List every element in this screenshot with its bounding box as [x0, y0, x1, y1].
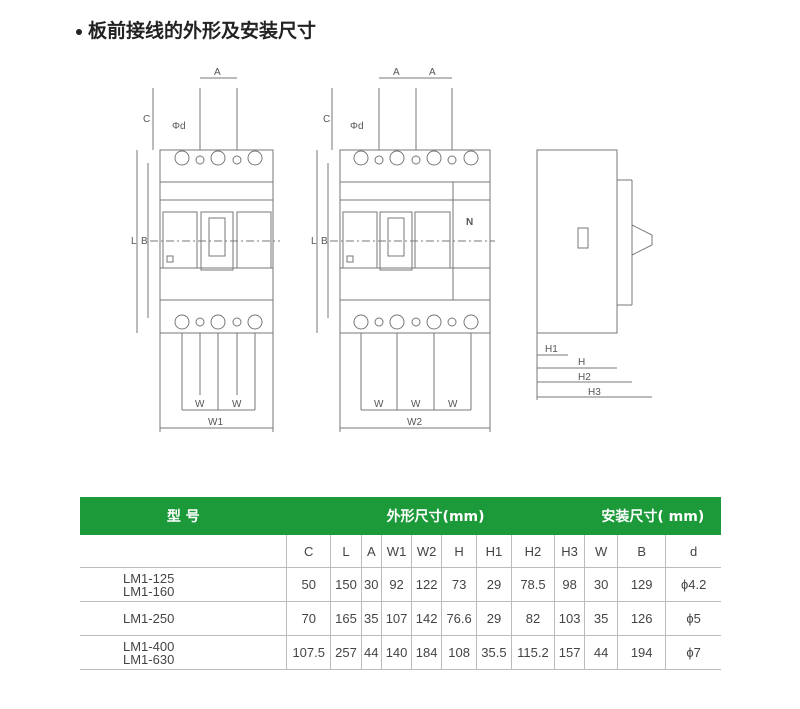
column-header-H: H	[441, 535, 477, 568]
value-cell: 150	[330, 567, 362, 602]
column-header-H2: H2	[510, 535, 555, 568]
label-B: B	[321, 236, 328, 247]
model-name: LM1-400	[123, 638, 175, 654]
header-install: 安装尺寸( mm)	[584, 497, 721, 535]
model-name: LM1-160	[123, 583, 175, 599]
column-header-H1: H1	[476, 535, 512, 568]
value-cell: 194	[617, 635, 666, 670]
header-outline: 外形尺寸(mm)	[286, 497, 585, 535]
value-cell: 184	[411, 635, 442, 670]
value-cell: 122	[411, 567, 442, 602]
label-B: B	[141, 236, 148, 247]
column-header-W: W	[584, 535, 618, 568]
value-cell: 29	[476, 601, 512, 636]
label-W: W	[411, 399, 421, 410]
model-name: LM1-630	[123, 651, 175, 667]
value-cell: 44	[584, 635, 618, 670]
label-W: W	[195, 399, 205, 410]
value-cell: 108	[441, 635, 477, 670]
label-N: N	[466, 217, 473, 228]
model-name: LM1-125	[123, 570, 175, 586]
front-view-4pole	[316, 77, 495, 432]
value-cell: 29	[476, 567, 512, 602]
column-header-H3: H3	[554, 535, 585, 568]
label-W: W	[448, 399, 458, 410]
value-cell: 73	[441, 567, 477, 602]
value-cell: 98	[554, 567, 585, 602]
label-W2: W2	[407, 417, 422, 428]
column-header-C: C	[285, 535, 331, 568]
value-cell: ϕ5	[665, 601, 721, 636]
model-cell: LM1-250	[80, 601, 287, 636]
value-cell: 107.5	[285, 635, 331, 670]
value-cell: 103	[554, 601, 585, 636]
value-cell: 165	[330, 601, 362, 636]
value-cell: 35	[584, 601, 618, 636]
value-cell: 107	[381, 601, 412, 636]
value-cell: 44	[360, 635, 382, 670]
label-A: A	[429, 67, 436, 78]
column-header-L: L	[330, 535, 362, 568]
value-cell: 35.5	[476, 635, 512, 670]
value-cell: 50	[285, 567, 331, 602]
label-H: H	[578, 357, 585, 368]
dimension-labels: A A A C C Φd Φd L L B B W W W W W W1 W2 …	[131, 67, 601, 428]
label-C: C	[143, 114, 150, 125]
label-W: W	[232, 399, 242, 410]
table-group-header: 型 号 外形尺寸(mm) 安装尺寸( mm)	[80, 497, 721, 535]
column-header-W2: W2	[411, 535, 442, 568]
column-header-W1: W1	[381, 535, 412, 568]
label-H1: H1	[545, 344, 558, 355]
value-cell: 70	[285, 601, 331, 636]
label-L: L	[311, 236, 317, 247]
label-W: W	[374, 399, 384, 410]
value-cell: 257	[330, 635, 362, 670]
column-header-A: A	[360, 535, 382, 568]
label-phi-d: Φd	[172, 121, 186, 132]
value-cell: 129	[617, 567, 666, 602]
label-phi-d: Φd	[350, 121, 364, 132]
side-view	[536, 149, 653, 400]
value-cell: 30	[360, 567, 382, 602]
value-cell: 76.6	[441, 601, 477, 636]
blank-cell	[80, 535, 287, 568]
value-cell: 157	[554, 635, 585, 670]
value-cell: 115.2	[510, 635, 555, 670]
label-C: C	[323, 114, 330, 125]
value-cell: 78.5	[510, 567, 555, 602]
value-cell: 142	[411, 601, 442, 636]
top-terminals	[174, 150, 263, 330]
value-cell: 126	[617, 601, 666, 636]
dimension-drawings: A A A C C Φd Φd L L B B W W W W W W1 W2 …	[131, 67, 653, 432]
value-cell: 140	[381, 635, 412, 670]
section-title: 板前接线的外形及安装尺寸	[76, 16, 316, 43]
section-title-text: 板前接线的外形及安装尺寸	[88, 20, 317, 42]
label-A: A	[393, 67, 400, 78]
value-cell: 82	[510, 601, 555, 636]
model-name: LM1-250	[123, 611, 175, 626]
label-W1: W1	[208, 417, 223, 428]
column-header-B: B	[617, 535, 666, 568]
front-view-3pole	[136, 77, 280, 432]
value-cell: 35	[360, 601, 382, 636]
label-A: A	[214, 67, 221, 78]
column-header-d: d	[665, 535, 721, 568]
label-H3: H3	[588, 387, 601, 398]
label-H2: H2	[578, 372, 591, 383]
label-L: L	[131, 236, 137, 247]
value-cell: 92	[381, 567, 412, 602]
bullet-icon	[76, 28, 82, 35]
value-cell: 30	[584, 567, 618, 602]
header-model: 型 号	[80, 497, 287, 535]
value-cell: ϕ7	[665, 635, 721, 670]
value-cell: ϕ4.2	[665, 567, 721, 602]
